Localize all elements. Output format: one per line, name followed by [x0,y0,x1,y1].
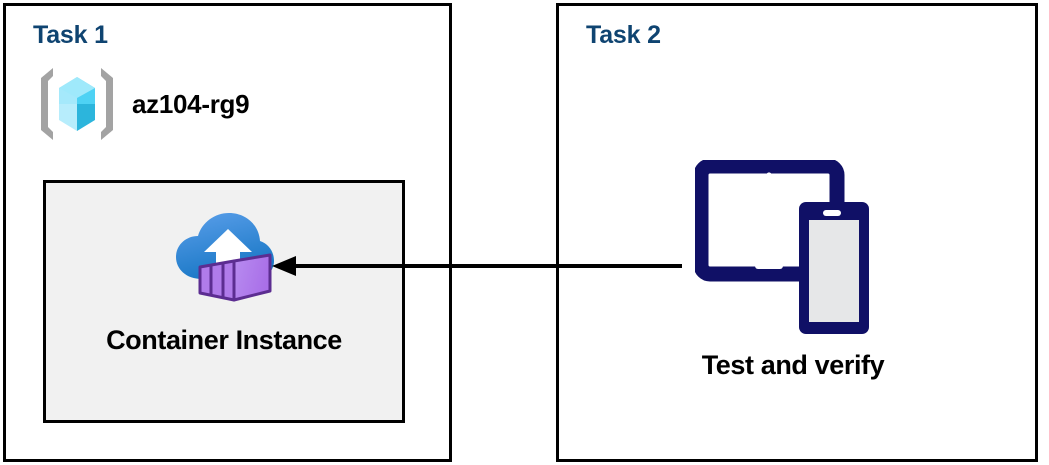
devices-tablet-phone-icon [678,160,908,340]
panel-task-1-title: Task 1 [33,21,108,49]
panel-task-2-title: Task 2 [586,21,661,49]
devices-group: Test and verify [678,160,908,381]
resource-group-label: az104-rg9 [132,88,250,119]
panel-task-1: Task 1 [3,3,452,462]
resource-group-row: az104-rg9 [36,64,250,144]
container-instance-box: Container Instance [43,180,405,423]
panel-task-2: Task 2 Test and verify [556,3,1038,462]
container-instance-label: Container Instance [106,325,342,355]
devices-label: Test and verify [701,350,885,380]
resource-group-icon [36,64,118,144]
